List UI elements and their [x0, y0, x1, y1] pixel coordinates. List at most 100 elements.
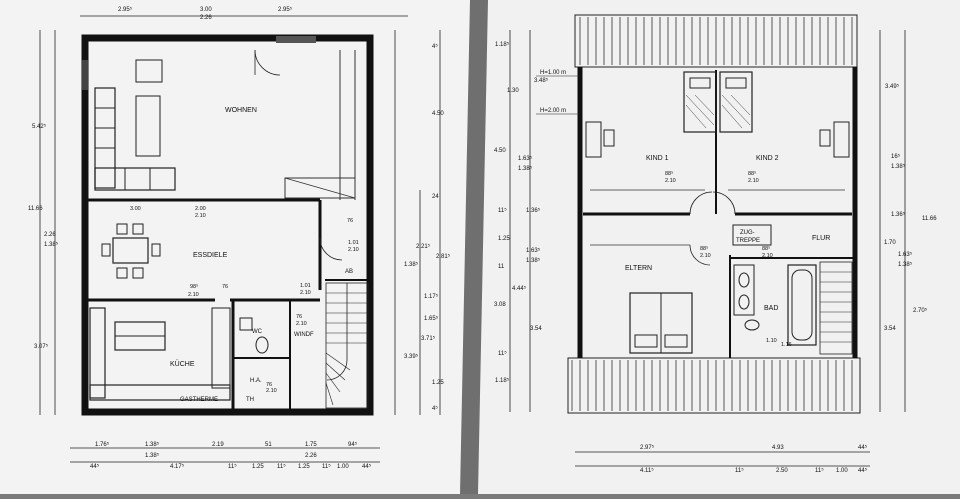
gf-dim-bottom1-4: 51 [265, 442, 272, 448]
uf-dim-bottom2-4: 11⁵ [815, 467, 824, 474]
uf-label-flur: FLUR [812, 235, 830, 242]
gf-dim-left-2: 11.66 [28, 206, 43, 212]
gf-dim-top-1: 2.95⁵ [118, 6, 133, 13]
uf-dim-left-inner-1: 3.48⁵ [534, 77, 549, 84]
gf-open-12: 76 [296, 314, 302, 320]
gf-open-11: 2.10 [300, 290, 311, 296]
uf-dim-right-5: 11.66 [922, 216, 937, 222]
uf-dim-left-4: 1.63⁵ [518, 155, 533, 162]
uf-dim-left-5: 1.38⁵ [518, 165, 533, 172]
uf-dim-left-9: 3.08 [494, 302, 506, 308]
gf-dim-right-inner-3: 2.21⁵ [416, 243, 431, 250]
sheet-upper-floor [478, 0, 960, 494]
uf-dim-right-6: 1.70 [884, 240, 896, 246]
uf-open-10: 1.16 [781, 342, 792, 348]
gf-dim-right-outer-1: 4.50 [432, 111, 444, 117]
gf-dim-left-4: 1.38⁵ [44, 241, 59, 248]
gf-dim-bottom3-9: 44⁵ [362, 463, 372, 470]
gf-open-7: 98⁵ [190, 283, 198, 290]
gf-dim-bottom3-3: 11⁵ [228, 463, 237, 470]
gf-dim-bottom3-7: 11⁵ [322, 463, 331, 470]
gf-dim-right-inner-7: 3.71⁵ [421, 335, 436, 342]
uf-open-4: 2.10 [748, 178, 759, 184]
uf-dim-left-1: 1.18⁵ [495, 41, 510, 48]
gf-dim-right-inner-4: 1.38⁵ [404, 261, 419, 268]
uf-dim-bottom2-1: 4.11⁵ [640, 467, 654, 474]
uf-open-1: 88⁵ [665, 170, 673, 177]
uf-dim-left-inner-6: 3.54 [530, 326, 542, 332]
gf-dim-right-inner-5: 1.17⁵ [424, 293, 439, 300]
uf-label-kind2: KIND 2 [756, 155, 779, 162]
gf-dim-bottom1-5: 1.75 [305, 442, 317, 448]
gf-label-th: TH [246, 397, 254, 403]
uf-dim-left-6: 11⁵ [498, 207, 507, 214]
uf-open-9: 1.10 [766, 338, 777, 344]
gf-dim-bottom3-4: 1.25 [252, 464, 264, 470]
gf-label-gastherme: GASTHERME [180, 397, 218, 403]
gf-label-windf: WINDF [294, 332, 314, 338]
gf-open-15: 2.10 [266, 388, 277, 394]
uf-dim-bottom2-3: 2.50 [776, 468, 788, 474]
uf-dim-bottom1-2: 4.93 [772, 445, 784, 451]
uf-dim-bottom2-2: 11⁵ [735, 467, 744, 474]
uf-dim-left-inner-2: 1.36⁵ [526, 207, 541, 214]
uf-dim-bottom1-3: 44⁵ [858, 444, 868, 451]
uf-dim-left-2: 1.30 [507, 88, 519, 94]
gf-open-3: 2.10 [195, 213, 206, 219]
uf-dim-left-inner-3: 1.63⁵ [526, 247, 541, 254]
uf-open-2: 2.10 [665, 178, 676, 184]
uf-label-eltern: ELTERN [625, 265, 652, 272]
gf-label-kueche: KÜCHE [170, 360, 195, 368]
uf-headroom-1: H=1.00 m [540, 70, 566, 76]
uf-dim-left-11: 1.18⁵ [495, 377, 510, 384]
uf-open-8: 2.10 [762, 253, 773, 259]
uf-headroom-2: H=2.00 m [540, 108, 566, 114]
gf-dim-right-inner-6: 1.65⁵ [424, 315, 439, 322]
gf-dim-right-inner-8: 1.25 [432, 380, 444, 386]
uf-dim-bottom2-5: 1.00 [836, 468, 848, 474]
uf-dim-bottom2-6: 44⁵ [858, 467, 868, 474]
gf-dim-right-outer-3: 3.39⁵ [404, 353, 419, 360]
gf-label-ab: AB [345, 269, 353, 275]
gf-dim-bottom3-1: 44⁵ [90, 463, 100, 470]
uf-label-bad: BAD [764, 305, 778, 312]
gf-open-6: 2.10 [348, 247, 359, 253]
uf-open-3: 88⁵ [748, 170, 756, 177]
gf-dim-bottom2-2: 2.26 [305, 453, 317, 459]
gf-dim-bottom1-1: 1.76⁵ [95, 441, 110, 448]
uf-label-zugtreppe-2: TREPPE [736, 238, 760, 244]
gf-dim-left-5: 3.07⁵ [34, 343, 49, 350]
uf-dim-bottom1-1: 2.97⁵ [640, 444, 655, 451]
gf-dim-left-3: 2.26 [44, 232, 56, 238]
gf-open-4: 76 [347, 218, 353, 224]
gf-label-wohnen: WOHNEN [225, 107, 257, 114]
uf-open-7: 88⁵ [762, 245, 770, 252]
uf-dim-right-4: 1.36⁵ [891, 211, 906, 218]
gf-dim-bottom1-6: 94⁵ [348, 441, 358, 448]
gf-dim-bottom3-2: 4.17⁵ [170, 463, 185, 470]
gf-dim-bottom1-3: 2.19 [212, 442, 224, 448]
gf-dim-right-inner-1: 4⁵ [432, 43, 438, 50]
uf-open-6: 2.10 [700, 253, 711, 259]
gf-dim-top-3: 2.26 [200, 15, 212, 21]
uf-dim-right-8: 1.38⁵ [898, 261, 913, 268]
uf-dim-right-9: 2.70⁵ [913, 307, 928, 314]
gf-dim-bottom3-6: 1.25 [298, 464, 310, 470]
gf-open-14: 76 [266, 382, 272, 388]
gf-open-1: 3.00 [130, 206, 141, 212]
sheet-ground-floor [0, 0, 470, 494]
gf-dim-top-2: 3.00 [200, 7, 212, 13]
gf-dim-top-4: 2.95⁵ [278, 6, 293, 13]
gf-label-wc: WC [252, 329, 263, 335]
uf-dim-left-10: 11⁵ [498, 350, 507, 357]
upper-floor-plan: KIND 1 KIND 2 ELTERN BAD FLUR ZUG- TREPP… [494, 14, 937, 474]
uf-open-5: 88⁵ [700, 245, 708, 252]
gf-dim-left-1: 5.42⁵ [32, 123, 47, 130]
uf-dim-right-7: 1.63⁵ [898, 251, 913, 258]
gf-dim-right-inner-2: 24 [432, 194, 439, 200]
uf-dim-right-10: 3.54 [884, 326, 896, 332]
gf-open-8: 2.10 [188, 292, 199, 298]
ground-floor-plan: 2.95⁵ 3.00 2.26 2.95⁵ 5.42⁵ 11.66 2.26 1… [28, 6, 451, 470]
gf-label-essdiele: ESSDIELE [193, 252, 228, 259]
